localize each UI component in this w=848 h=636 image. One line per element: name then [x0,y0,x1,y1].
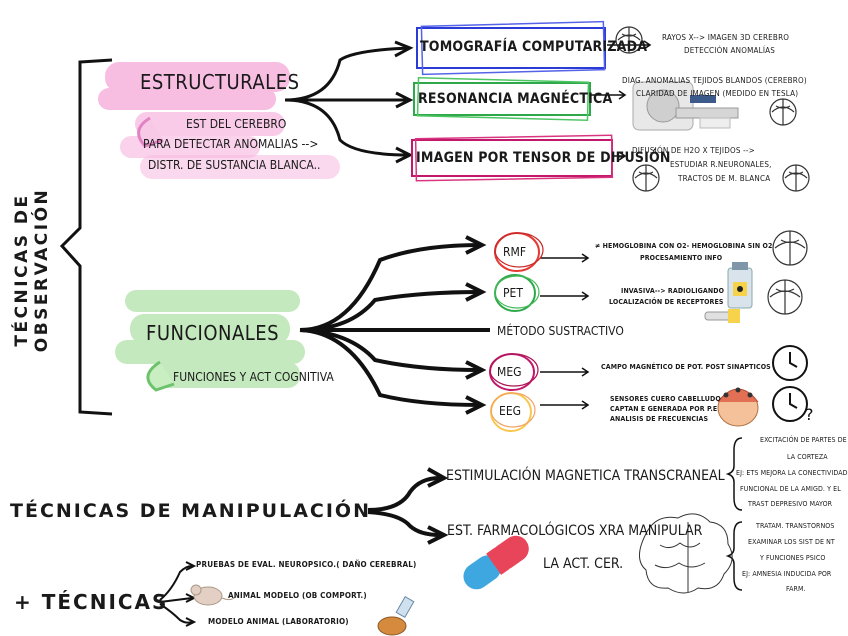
pet-circle-2 [494,275,540,309]
rmf-note-line: PROCESAMIENTO INFO [640,254,723,262]
structural-desc-line: EST DEL CEREBRO [186,117,287,131]
eeg-label: EEG [499,404,522,418]
pet-label: PET [503,286,523,300]
dti-label: IMAGEN POR TENSOR DE DIFUSIÓN [416,150,671,166]
pet-note-line: INVASIVA--> RADIOLIGANDO [621,287,725,295]
pharma-note-line: TRATAM. TRANSTORNOS [756,522,835,530]
dti-note-line: DIFUSIÓN DE H2O X TEJIDOS --> [632,146,755,155]
tms-note-line: TRAST DEPRESIVO MAYOR [748,500,833,508]
manipulation-title: TÉCNICAS DE MANIPULACIÓN [10,500,371,522]
ct-note-line: DETECCIÓN ANOMALÍAS [684,46,776,55]
ct-box [416,27,606,69]
tms-brace [725,437,743,511]
structural-arrows [284,40,414,164]
pharma-note-line: EXAMINAR LOS SIST DE NT [748,538,835,546]
dti-note-line: ESTUDIAR R.NEURONALES, [670,160,772,169]
capsule-icon [463,535,529,590]
more-item: ANIMAL MODELO (OB COMPORT.) [228,591,367,600]
main-bracket [59,58,113,416]
structural-desc-line: PARA DETECTAR ANOMALIAS --> [143,137,319,151]
eeg-circle-2 [490,392,536,428]
rmf-note-line: ≠ HEMOGLOBINA CON O2- HEMOGLOBINA SIN O2 [595,242,773,250]
more-item: PRUEBAS DE EVAL. NEUROPSICO.( DAÑO CEREB… [196,560,417,569]
tms-note-line: LA CORTEZA [787,453,828,461]
more-techniques-title: + TÉCNICAS [14,590,169,614]
note-arrows [540,40,652,410]
green-highlight [115,290,305,388]
green-curl-arrow [146,360,175,392]
eeg-note-line: CAPTAN E GENERADA POR P.E [610,405,718,413]
pharma-note-line: Y FUNCIONES PSICO [760,554,826,562]
rmf-label: RMF [503,245,527,259]
rmf-circle-2 [494,232,544,268]
eeg-note-line: ANALISIS DE FRECUENCIAS [610,415,709,423]
functional-desc: FUNCIONES Y ACT COGNITIVA [173,370,334,384]
pharma-note-line: EJ: AMNESIA INDUCIDA POR [742,570,832,578]
mouse-icon [190,584,237,606]
pharma-note-line: FARM. [786,585,806,593]
pet-note-line: LOCALIZACIÓN DE RECEPTORES [609,298,724,306]
tms-label: ESTIMULACIÓN MAGNETICA TRANSCRANEAL [446,468,725,484]
ct-box-2 [420,20,606,76]
functional-label: FUNCIONALES [146,321,280,345]
dti-note-line: TRACTOS DE M. BLANCA [678,174,771,183]
pharma-label-line: EST. FARMACOLÓGICOS XRA MANIPULAR [447,523,703,539]
mri-box [413,82,591,116]
tms-note-line: FUNCIONAL DE LA AMIGD. Y EL [740,485,841,493]
ct-label: TOMOGRAFÍA COMPUTARIZADA [420,39,648,55]
brain-outline-icon [639,513,733,594]
mri-label: RESONANCIA MAGNÉCTICA [418,91,613,107]
meg-circle-2 [489,353,539,387]
eeg-cap-icon [717,387,759,427]
svg-text:?: ? [805,405,814,424]
meg-note-line: CAMPO MAGNÉTICO DE POT. POST SINAPTICOS [601,363,771,371]
more-arrows [159,561,197,627]
tms-note-line: EJ: ETS MEJORA LA CONECTIVIDAD [736,469,848,477]
dti-box-2 [414,134,614,182]
pink-curl-arrow [137,116,164,148]
structural-label: ESTRUCTURALES [140,70,300,94]
tms-note-line: EXCITACIÓN DE PARTES DE [760,436,847,444]
observation-title: TÉCNICAS DE OBSERVACIÓN [12,187,52,353]
brain-sketch-icon [615,26,810,315]
mri-scanner-icon [632,81,739,131]
ct-note-line: RAYOS X--> IMAGEN 3D CEREBRO [662,33,790,42]
pharma-label-line: LA ACT. CER. [543,556,624,572]
meg-label: MEG [497,365,522,379]
clock-icon: ? [772,345,814,424]
lab-animal-icon [377,596,415,636]
eeg-note-line: SENSORES CUERO CABELLUDO [610,395,721,403]
manipulation-arrows [367,467,449,545]
pharma-brace [725,521,743,591]
structural-desc-line: DISTR. DE SUSTANCIA BLANCA.. [148,158,321,172]
radioactive-vial-icon [704,262,753,323]
more-item: MODELO ANIMAL (LABORATORIO) [208,617,349,626]
mri-box-2 [416,77,590,121]
mri-note-line: DIAG. ANOMALIAS TEJIDOS BLANDOS (CEREBRO… [622,76,807,85]
functional-arrows [299,235,490,415]
mri-note-line: CLARIDAD DE IMAGEN (MEDIDO EN TESLA) [636,89,799,98]
subtractive-label: MÉTODO SUSTRACTIVO [497,324,624,338]
